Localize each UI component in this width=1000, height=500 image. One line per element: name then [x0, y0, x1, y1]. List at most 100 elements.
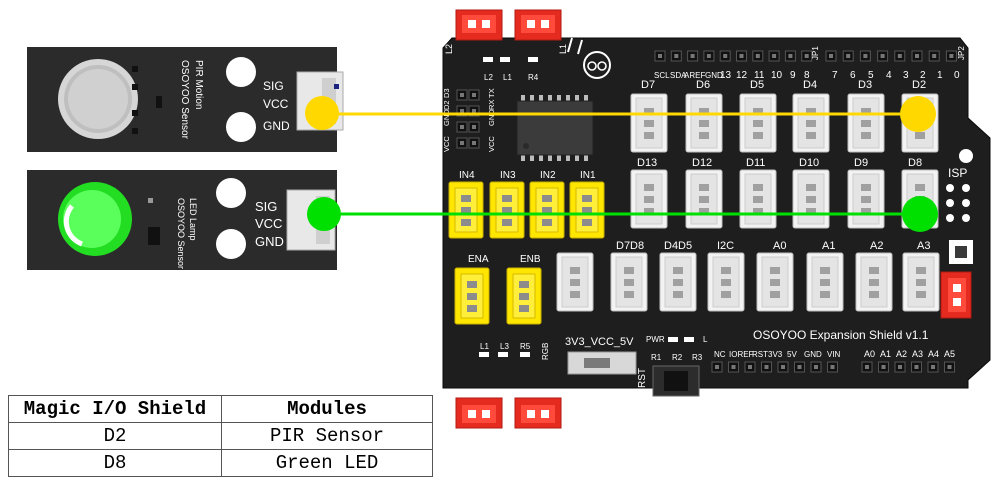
svg-text:GND: GND: [705, 71, 723, 80]
svg-text:5V: 5V: [787, 350, 797, 359]
header-pin: [825, 50, 837, 62]
pir-module: OSOYOO Sensor PIR Motion SIG VCC GND: [27, 47, 344, 152]
pir-pin-sig: SIG: [263, 79, 284, 93]
svg-text:RX: RX: [487, 100, 496, 110]
digital-label: D11: [746, 157, 765, 169]
middle-connector-label: A2: [870, 240, 883, 252]
svg-text:SDA: SDA: [670, 71, 687, 80]
header-pin: [927, 361, 939, 373]
power-header-labels: NC IOREF RST 3V3 5V GND VIN: [714, 350, 841, 359]
driver-ic: [516, 95, 594, 161]
pir-brand: OSOYOO Sensor: [179, 60, 190, 140]
digital-label: D3: [858, 79, 872, 91]
d8-wire-endpoint: [902, 196, 938, 232]
header-pin: [456, 121, 468, 133]
header-pin: [911, 50, 923, 62]
table-cell: D2: [8, 422, 222, 450]
bottom-red-connector-2: [514, 397, 562, 429]
svg-text:9: 9: [790, 70, 796, 81]
svg-text:L1: L1: [480, 342, 489, 351]
led-label-l1: L1: [503, 73, 512, 82]
svg-text:2: 2: [920, 70, 926, 81]
header-pin: [842, 50, 854, 62]
digital-label: D8: [908, 157, 922, 169]
rst-label: RST: [637, 368, 648, 388]
digital-connector-d6: [685, 93, 723, 153]
reset-button[interactable]: [652, 365, 700, 397]
pir-name: PIR Motion: [193, 60, 204, 109]
pir-pin-gnd: GND: [263, 119, 290, 133]
digital-label: D9: [854, 157, 868, 169]
svg-text:A4: A4: [928, 349, 939, 359]
led-label-r4: R4: [528, 73, 539, 82]
bottom-leds: L1 L3 R5 RGB: [479, 342, 550, 360]
svg-text:D3: D3: [442, 88, 451, 98]
svg-text:A2: A2: [896, 349, 907, 359]
digital-connector-d3: [847, 93, 885, 153]
led-pin-vcc: VCC: [255, 216, 282, 231]
led-label-l2: L2: [484, 73, 493, 82]
svg-text:R5: R5: [520, 342, 531, 351]
digital-label: D2: [912, 79, 926, 91]
led-module: OSOYOO Sensor LED Lamp SIG VCC GND: [27, 170, 337, 270]
table-cell: Green LED: [221, 449, 433, 477]
svg-text:A3: A3: [912, 349, 923, 359]
header-pin: [752, 50, 764, 62]
svg-text:1: 1: [937, 70, 943, 81]
digital-connector-d7: [630, 93, 668, 153]
header-pin: [944, 361, 955, 373]
header-pin: [728, 361, 739, 373]
d2-wire-endpoint: [900, 96, 936, 132]
header-pin: [761, 361, 772, 373]
voltage-label: 3V3_VCC_5V: [565, 336, 634, 348]
svg-text:VIN: VIN: [827, 350, 841, 359]
header-pin: [878, 361, 889, 373]
motor-input-label: IN1: [580, 170, 596, 181]
shield-title: OSOYOO Expansion Shield v1.1: [753, 328, 929, 342]
motor-input-label: IN2: [540, 170, 556, 181]
middle-connector-label: A3: [917, 240, 930, 252]
motor-input-label: IN4: [459, 170, 475, 181]
top-conn-label-l2: L2: [444, 44, 454, 54]
header-pin: [456, 137, 468, 149]
middle-connector: [659, 252, 697, 312]
header-pin: [877, 50, 889, 62]
led-wire: [307, 196, 938, 232]
svg-text:3V3: 3V3: [768, 350, 783, 359]
top-connector-l2: [455, 9, 503, 41]
svg-text:VCC: VCC: [487, 136, 496, 152]
header-pin: [744, 361, 756, 373]
middle-connector: [855, 252, 893, 312]
digital-label: D4: [803, 79, 817, 91]
header-pin: [468, 137, 480, 149]
svg-text:VCC: VCC: [442, 136, 451, 152]
led-mount-hole: [216, 229, 246, 259]
header-pin: [945, 50, 957, 62]
header-pin: [911, 361, 922, 373]
pir-pin-vcc: VCC: [263, 97, 289, 111]
svg-text:RGB: RGB: [541, 343, 550, 360]
digital-connector-d12: [685, 169, 723, 229]
top-conn-label-l1: L1: [558, 44, 568, 54]
header-pin: [894, 50, 906, 62]
svg-text:GND: GND: [442, 109, 451, 126]
pir-components: [132, 66, 162, 134]
svg-text:10: 10: [771, 70, 783, 81]
analog-header-labels: A0 A1 A2 A3 A4 A5: [864, 349, 955, 359]
svg-text:GND: GND: [804, 350, 822, 359]
led-wire-endpoint: [307, 197, 341, 231]
middle-connector: [610, 252, 648, 312]
motor-connector-in2: [529, 181, 565, 239]
header-pin: [777, 361, 789, 373]
digital-label: D5: [750, 79, 764, 91]
middle-connector: [556, 252, 594, 312]
led-resistor: [148, 227, 160, 245]
digital-connector-d10: [792, 169, 830, 229]
header-pin: [711, 361, 723, 373]
header-pin: [654, 50, 666, 62]
digital-label: D13: [637, 157, 657, 169]
connection-table: Magic I/O Shield Modules D2 PIR Sensor D…: [8, 395, 433, 477]
pir-mount-hole: [226, 112, 256, 142]
jp2-label: JP2: [957, 46, 966, 60]
power-leds: PWR L R1 R2 R3: [646, 335, 708, 362]
